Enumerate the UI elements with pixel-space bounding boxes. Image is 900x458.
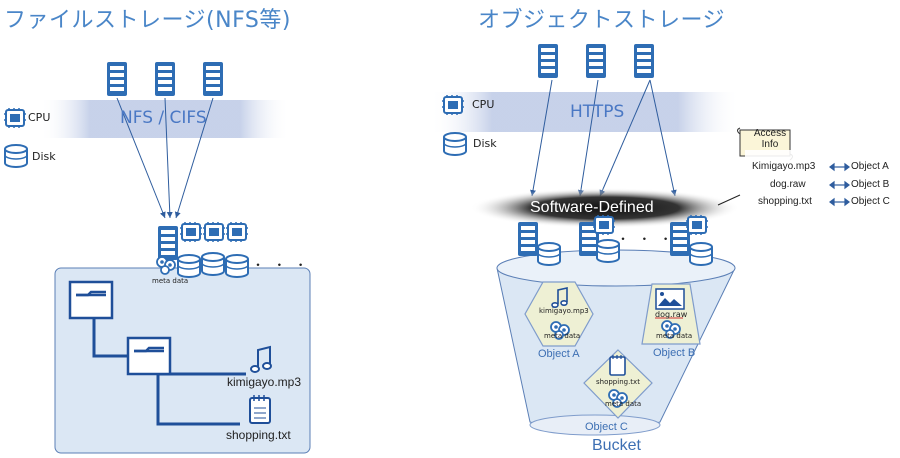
server-icon bbox=[634, 44, 654, 78]
access-info-table bbox=[745, 150, 895, 216]
music-note-icon bbox=[250, 345, 272, 373]
object-b-label: Object B bbox=[653, 347, 696, 359]
disk-icon bbox=[689, 242, 713, 266]
cpu-icon bbox=[592, 214, 616, 236]
directory-tree-lines bbox=[92, 316, 246, 426]
cpu-icon bbox=[685, 214, 709, 236]
object-b-shape bbox=[641, 283, 701, 345]
server-icon bbox=[158, 226, 178, 260]
access-info-title-line: Access bbox=[753, 128, 787, 139]
server-icon bbox=[155, 62, 175, 96]
left-servers bbox=[107, 62, 223, 96]
legend-disk-label: Disk bbox=[473, 137, 497, 150]
object-storage-title: オブジェクトストレージ bbox=[478, 8, 726, 33]
server-icon bbox=[518, 222, 538, 256]
object-c-label: Object C bbox=[585, 421, 628, 433]
meta-data-label: meta data bbox=[152, 277, 189, 285]
access-file-2: dog.raw bbox=[770, 179, 806, 190]
file-label-shopping: shopping.txt bbox=[226, 428, 291, 442]
folder-icon bbox=[126, 336, 172, 376]
legend-disk-label: Disk bbox=[32, 150, 56, 163]
object-b-meta: meta data bbox=[656, 332, 693, 340]
object-a-meta: meta data bbox=[544, 332, 581, 340]
disk-icon bbox=[225, 254, 249, 278]
left-arrows bbox=[116, 97, 214, 219]
disk-icon bbox=[596, 239, 620, 263]
folder-icon bbox=[68, 280, 114, 320]
server-icon bbox=[203, 62, 223, 96]
access-info-title: Access Info bbox=[750, 128, 790, 150]
server-icon bbox=[107, 62, 127, 96]
cpu-icon bbox=[225, 221, 249, 243]
disk-icon bbox=[4, 144, 28, 168]
access-file-1: Kimigayo.mp3 bbox=[752, 161, 816, 172]
access-object-3: Object C bbox=[851, 196, 890, 207]
object-c-file: shopping.txt bbox=[596, 378, 640, 386]
object-c-shape bbox=[583, 349, 653, 419]
bucket-label: Bucket bbox=[592, 437, 641, 454]
server-icon bbox=[538, 44, 558, 78]
legend-cpu-label: CPU bbox=[28, 111, 51, 124]
cpu-icon bbox=[179, 221, 203, 243]
file-server bbox=[156, 221, 249, 278]
file-label-kimigayo: kimigayo.mp3 bbox=[227, 375, 302, 389]
object-a-label: Object A bbox=[538, 348, 580, 360]
disk-icon bbox=[201, 252, 225, 276]
software-defined-layer bbox=[470, 188, 740, 228]
more-dots: ・ ・ ・ bbox=[617, 232, 675, 246]
access-info-title-line: Info bbox=[761, 139, 779, 150]
protocol-band bbox=[430, 92, 740, 132]
object-b-file: dog.raw bbox=[655, 310, 688, 319]
cpu-icon bbox=[202, 221, 226, 243]
notepad-icon bbox=[609, 355, 626, 376]
cpu-icon bbox=[441, 94, 465, 116]
access-file-3: shopping.txt bbox=[758, 196, 812, 207]
access-object-1: Object A bbox=[851, 161, 889, 172]
file-storage-title: ファイルストレージ(NFS等) bbox=[4, 8, 291, 33]
nfs-cifs-label: NFS / CIFS bbox=[120, 108, 207, 128]
mapping-arrows bbox=[829, 162, 850, 207]
https-label: HTTPS bbox=[570, 102, 625, 122]
legend-cpu-label: CPU bbox=[472, 98, 495, 111]
access-object-2: Object B bbox=[851, 179, 890, 190]
object-a-shape bbox=[524, 281, 594, 347]
notepad-icon bbox=[249, 395, 271, 424]
object-c-meta: meta data bbox=[605, 400, 642, 408]
right-servers bbox=[538, 44, 654, 78]
image-icon bbox=[655, 288, 685, 310]
cpu-icon bbox=[3, 107, 27, 129]
object-a-file: kimigayo.mp3 bbox=[539, 307, 589, 315]
software-defined-label: Software-Defined bbox=[530, 199, 654, 216]
disk-icon bbox=[177, 254, 201, 278]
disk-icon bbox=[537, 242, 561, 266]
music-note-icon bbox=[551, 287, 568, 308]
server-icon bbox=[586, 44, 606, 78]
right-arrows bbox=[530, 79, 677, 197]
more-dots: ・ ・ ・ bbox=[252, 258, 310, 272]
disk-icon bbox=[443, 132, 467, 156]
